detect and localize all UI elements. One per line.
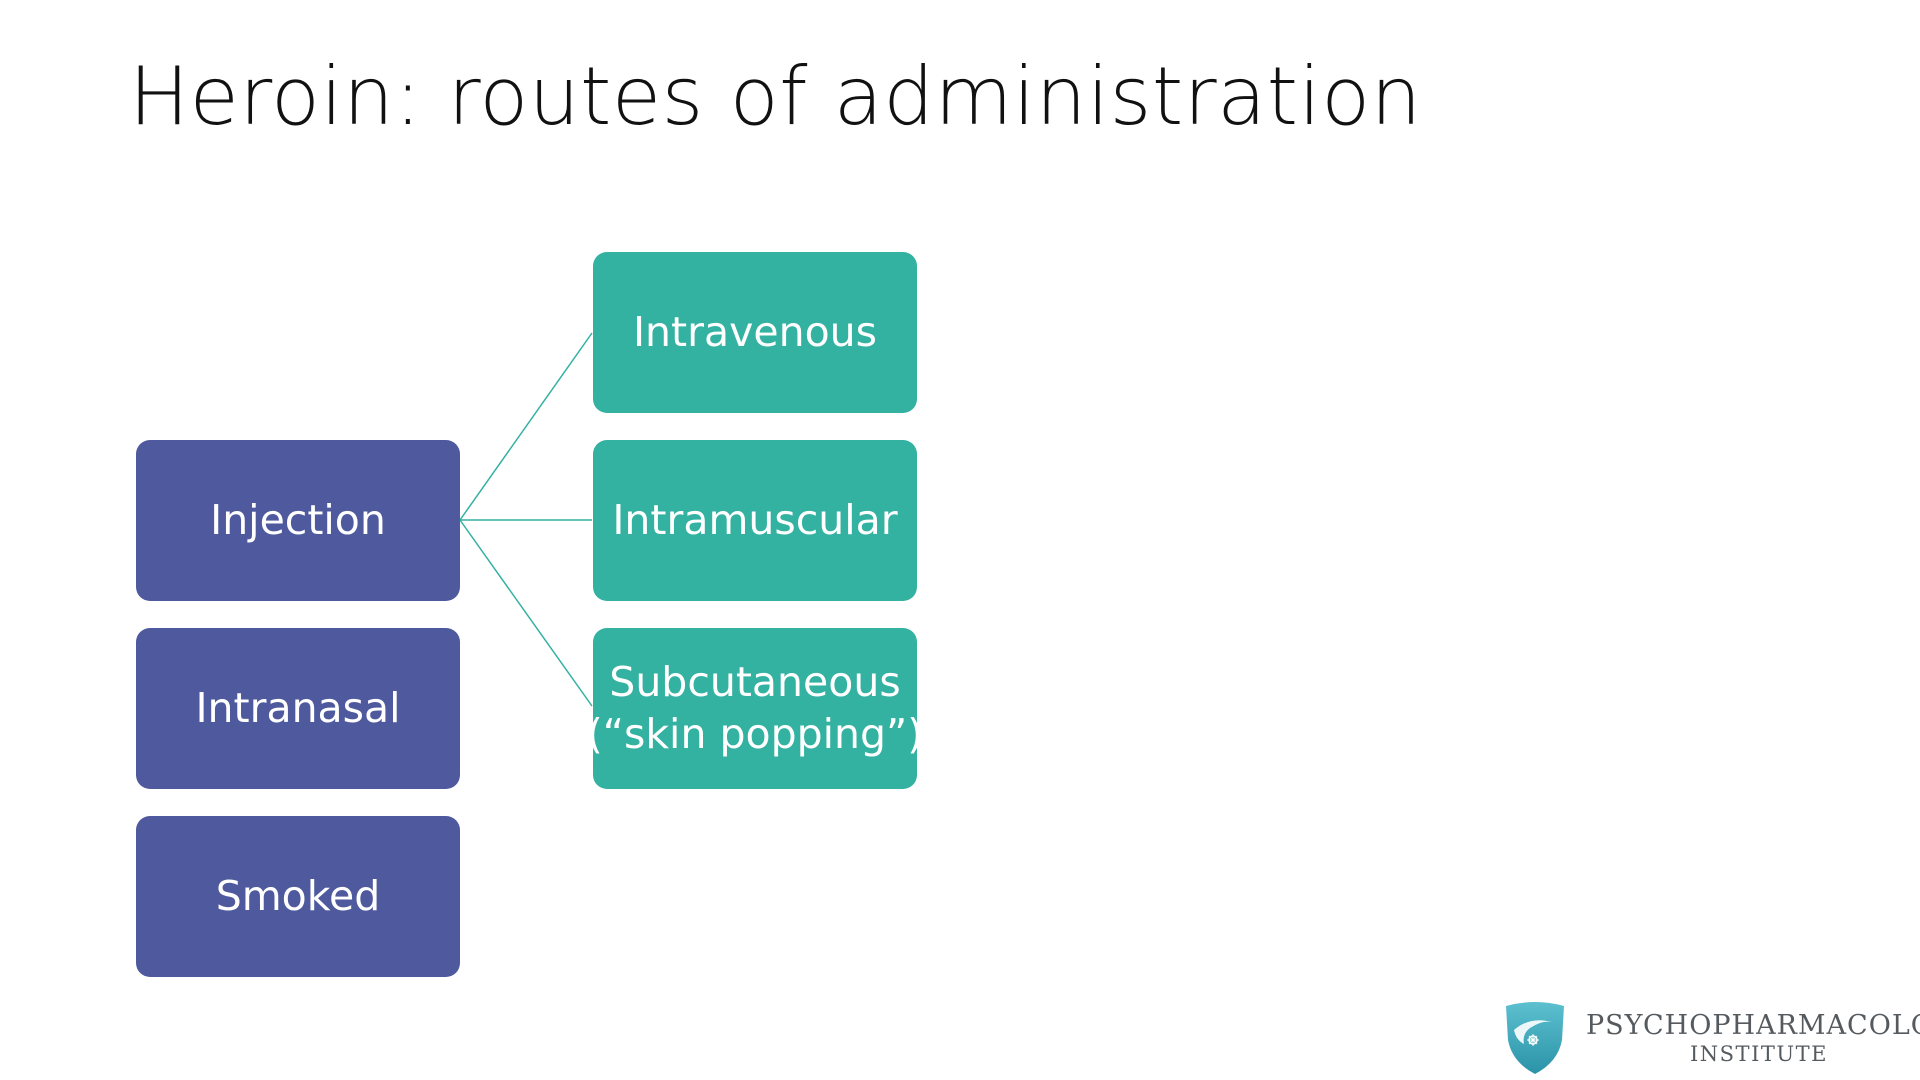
institute-logo: PSYCHOPHARMACOLOGY INSTITUTE — [1500, 1000, 1920, 1076]
logo-text-line2: INSTITUTE — [1690, 1042, 1828, 1066]
injection-box-intravenous: Intravenous — [593, 252, 917, 413]
injection-label-subcutaneous-line1: Subcutaneous — [609, 658, 901, 707]
logo-text-line1: PSYCHOPHARMACOLOGY — [1586, 1010, 1920, 1041]
injection-label-subcutaneous-line2: (“skin popping”) — [586, 709, 924, 758]
route-box-smoked: Smoked — [136, 816, 460, 977]
injection-label-intravenous: Intravenous — [632, 307, 878, 356]
route-label-smoked: Smoked — [215, 871, 381, 920]
injection-box-intramuscular: Intramuscular — [593, 440, 917, 601]
shield-logo-icon — [1506, 1002, 1564, 1074]
injection-label-intramuscular: Intramuscular — [612, 495, 898, 544]
connector-injection-subcutaneous — [459, 519, 593, 707]
route-label-intranasal: Intranasal — [195, 683, 401, 732]
route-label-injection: Injection — [210, 495, 386, 544]
connector-injection-intravenous — [459, 332, 593, 521]
route-box-injection: Injection — [136, 440, 460, 601]
injection-box-subcutaneous: Subcutaneous (“skin popping”) — [587, 628, 923, 789]
route-box-intranasal: Intranasal — [136, 628, 460, 789]
slide-title: Heroin: routes of administration — [129, 50, 1422, 143]
